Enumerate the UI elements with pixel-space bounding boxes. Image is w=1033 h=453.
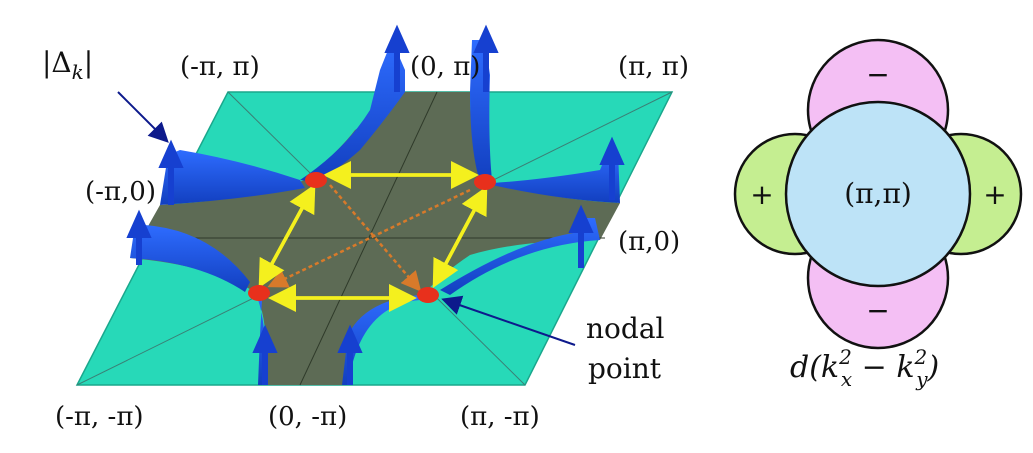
corner-label-mid-right: (π,0) bbox=[618, 227, 680, 257]
gap-label: |Δk| bbox=[42, 46, 93, 84]
sign-left: + bbox=[750, 178, 773, 211]
corner-label-bottom-mid: (0, -π) bbox=[268, 402, 347, 432]
nodal-point-marker bbox=[248, 285, 270, 301]
gap-pointer-arrow bbox=[117, 91, 169, 143]
corner-label-top-mid: (0, π) bbox=[410, 52, 480, 82]
gap-surface-right-upper bbox=[492, 150, 620, 203]
sign-bottom: − bbox=[866, 294, 889, 327]
corner-label-top-right: (π, π) bbox=[618, 52, 689, 82]
nodal-connection-arrows bbox=[258, 161, 488, 312]
sign-right: + bbox=[983, 178, 1006, 211]
nodal-pointer-arrow bbox=[441, 295, 576, 346]
corner-label-bottom-right: (π, -π) bbox=[460, 402, 540, 432]
brillouin-zone-diagram: |Δk| (-π, π) (0, π) (π, π) (-π,0) (π,0) … bbox=[42, 24, 689, 432]
gap-surface-left-upper bbox=[160, 150, 305, 205]
nodal-label-line2: point bbox=[588, 352, 662, 385]
gap-surface-left-lower bbox=[130, 225, 250, 292]
corner-label-mid-left: (-π,0) bbox=[85, 177, 156, 207]
gap-surface-top-left bbox=[300, 40, 405, 182]
nodal-point-marker bbox=[474, 174, 496, 190]
gap-surface-bottom-right bbox=[342, 295, 420, 385]
nodal-label-line1: nodal bbox=[586, 312, 665, 345]
scattering-dashed-arrows bbox=[267, 184, 471, 292]
gap-arrows bbox=[126, 24, 625, 385]
gap-surface-right-lower bbox=[440, 218, 600, 295]
center-label: (π,π) bbox=[844, 177, 912, 210]
nodal-point-marker bbox=[305, 172, 327, 188]
sign-top: − bbox=[866, 58, 889, 91]
center-circle bbox=[784, 100, 972, 288]
corner-label-top-left: (-π, π) bbox=[180, 52, 260, 82]
corner-label-bottom-left: (-π, -π) bbox=[55, 402, 144, 432]
nodal-points bbox=[248, 172, 496, 303]
nodal-point-marker bbox=[417, 287, 439, 303]
